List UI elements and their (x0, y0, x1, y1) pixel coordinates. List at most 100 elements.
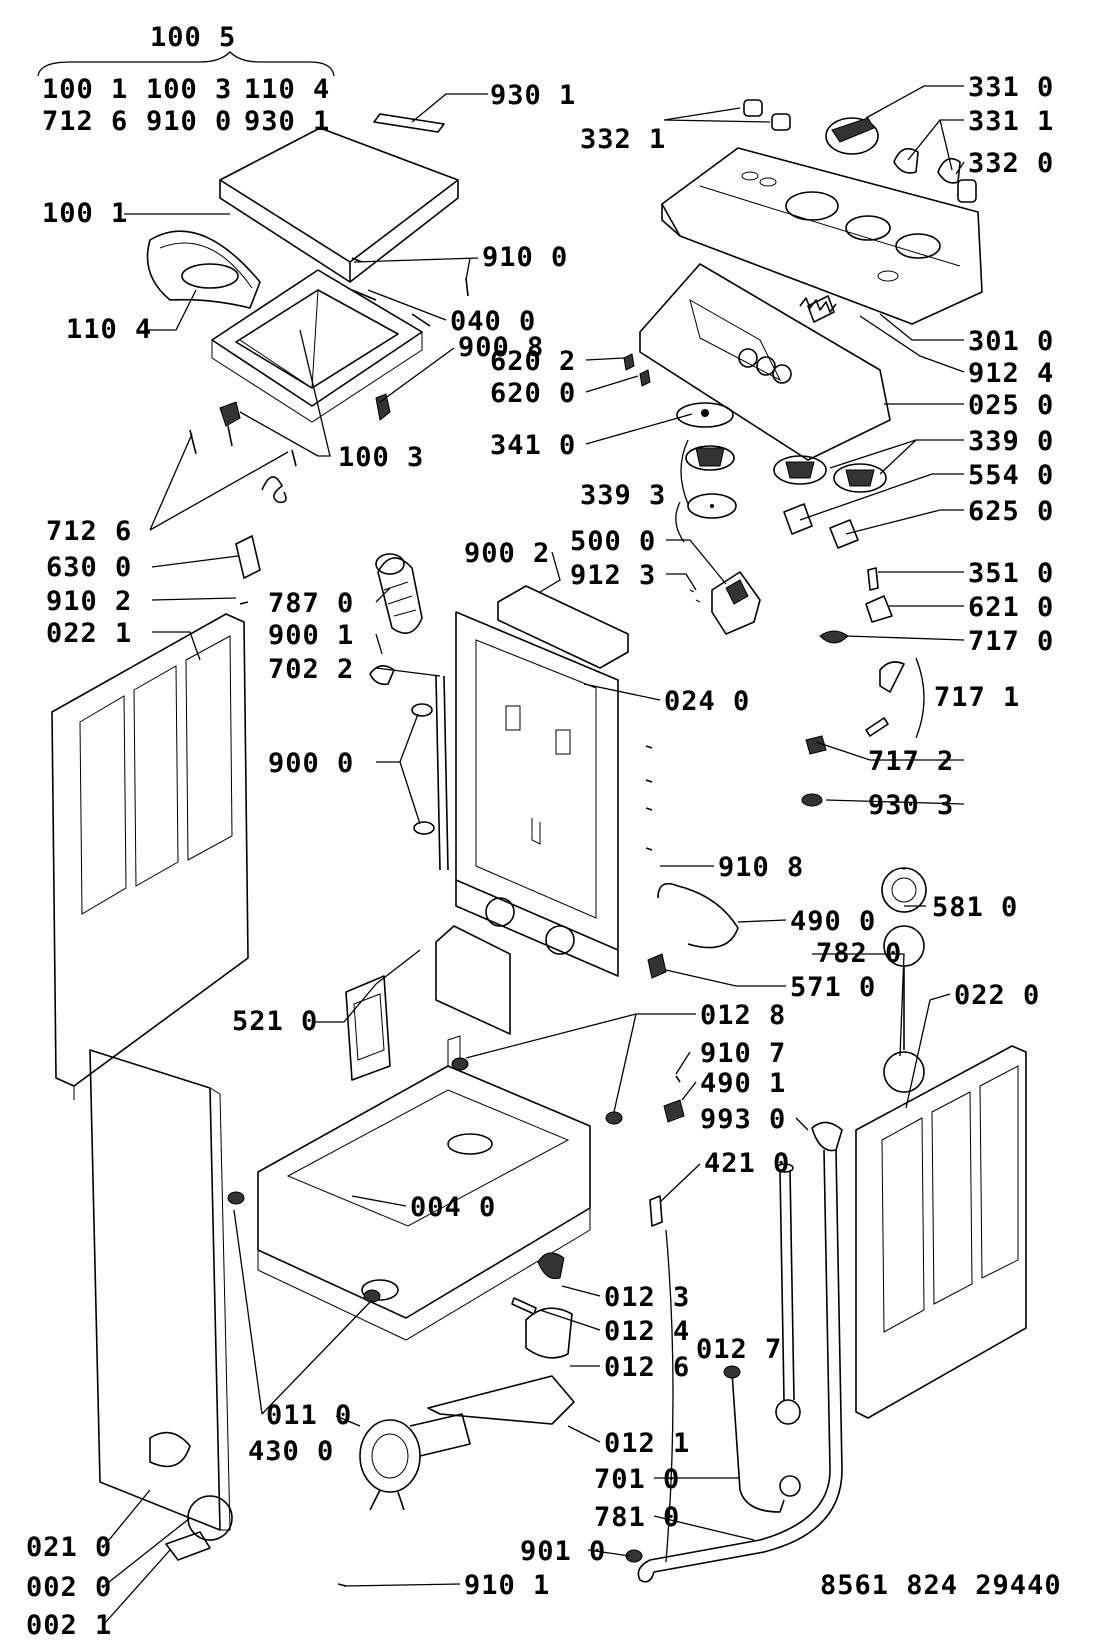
label-331-0: 331 0 (968, 72, 1054, 103)
label-571-0: 571 0 (790, 972, 876, 1003)
label-912-4: 912 4 (968, 358, 1054, 389)
timer-motor-part (689, 571, 761, 635)
hinge-parts (189, 393, 391, 504)
program-disk-parts (675, 402, 737, 543)
label-341-0: 341 0 (490, 430, 576, 461)
label-kit-row2-b: 910 0 (146, 106, 232, 137)
label-kit-header: 100 5 (150, 22, 236, 53)
part-labels: 100 5 100 1 100 3 110 4 712 6 910 0 930 … (26, 22, 1062, 1641)
label-012-3: 012 3 (604, 1282, 690, 1313)
front-panel-part (89, 1049, 231, 1531)
control-panel-part (661, 147, 983, 325)
label-930-1: 930 1 (490, 80, 576, 111)
label-910-7: 910 7 (700, 1038, 786, 1069)
label-kit-row2-a: 712 6 (42, 106, 128, 137)
label-002-1: 002 1 (26, 1610, 112, 1641)
label-040-0: 040 0 (450, 306, 536, 337)
label-620-2: 620 2 (490, 346, 576, 377)
label-900-0: 900 0 (268, 748, 354, 779)
label-930-3: 930 3 (868, 790, 954, 821)
label-kit-row1-b: 100 3 (146, 74, 232, 105)
label-012-6: 012 6 (604, 1352, 690, 1383)
label-022-1: 022 1 (46, 618, 132, 649)
label-332-1: 332 1 (580, 124, 666, 155)
label-421-0: 421 0 (704, 1148, 790, 1179)
label-500-0: 500 0 (570, 526, 656, 557)
label-110-4: 110 4 (66, 314, 152, 345)
power-cord-part (647, 882, 739, 979)
label-004-0: 004 0 (410, 1192, 496, 1223)
selector-disk-parts (773, 455, 887, 493)
label-993-0: 993 0 (700, 1104, 786, 1135)
label-024-0: 024 0 (664, 686, 750, 717)
label-430-0: 430 0 (248, 1436, 334, 1467)
label-490-1: 490 1 (700, 1068, 786, 1099)
label-301-0: 301 0 (968, 326, 1054, 357)
label-901-0: 901 0 (520, 1536, 606, 1567)
tube-part (411, 675, 449, 871)
label-781-0: 781 0 (594, 1502, 680, 1533)
label-900-1: 900 1 (268, 620, 354, 651)
label-900-2: 900 2 (464, 538, 550, 569)
label-620-0: 620 0 (490, 378, 576, 409)
label-717-1: 717 1 (934, 682, 1020, 713)
label-339-3: 339 3 (580, 480, 666, 511)
service-cover-part (165, 1495, 233, 1561)
label-701-0: 701 0 (594, 1464, 680, 1495)
label-351-0: 351 0 (968, 558, 1054, 589)
label-910-1: 910 1 (464, 1570, 550, 1601)
label-490-0: 490 0 (790, 906, 876, 937)
base-frame-part (257, 1035, 591, 1341)
label-kit-row1-c: 110 4 (244, 74, 330, 105)
top-rail-part (497, 585, 629, 669)
water-hoses-part (625, 1121, 843, 1583)
label-332-0: 332 0 (968, 148, 1054, 179)
label-011-0: 011 0 (266, 1400, 352, 1431)
screw-parts-top (351, 257, 469, 327)
label-625-0: 625 0 (968, 496, 1054, 527)
label-100-3: 100 3 (338, 442, 424, 473)
label-331-1: 331 1 (968, 106, 1054, 137)
pump-part (881, 867, 927, 1093)
handle-strip-part (373, 113, 445, 133)
label-012-1: 012 1 (604, 1428, 690, 1459)
lamp-holder-parts (783, 503, 859, 549)
switch-parts (623, 353, 651, 387)
hose-part (369, 553, 423, 686)
drain-pump-part (359, 1413, 471, 1511)
label-717-2: 717 2 (868, 746, 954, 777)
lid-part (219, 127, 459, 283)
label-910-2: 910 2 (46, 586, 132, 617)
label-021-0: 021 0 (26, 1532, 112, 1563)
label-012-4: 012 4 (604, 1316, 690, 1347)
label-339-0: 339 0 (968, 426, 1054, 457)
document-number: 8561 824 29440 (820, 1570, 1062, 1601)
label-012-7: 012 7 (696, 1334, 782, 1365)
label-kit-row1-a: 100 1 (42, 74, 128, 105)
label-554-0: 554 0 (968, 460, 1054, 491)
feet-parts (227, 1057, 623, 1303)
rear-frame-part (455, 611, 619, 977)
label-782-0: 782 0 (816, 938, 902, 969)
label-787-0: 787 0 (268, 588, 354, 619)
cover-block-part (235, 535, 261, 579)
label-025-0: 025 0 (968, 390, 1054, 421)
label-712-6: 712 6 (46, 516, 132, 547)
label-702-2: 702 2 (268, 654, 354, 685)
label-621-0: 621 0 (968, 592, 1054, 623)
label-717-0: 717 0 (968, 626, 1054, 657)
knob-parts (743, 99, 977, 203)
panel-bracket-part (639, 263, 891, 461)
clamp-part (663, 1099, 685, 1123)
thermostat-parts (801, 567, 925, 807)
spring-part (799, 297, 837, 313)
label-910-8: 910 8 (718, 852, 804, 883)
leader-lines (37, 51, 965, 1625)
label-910-0: 910 0 (482, 242, 568, 273)
label-521-0: 521 0 (232, 1006, 318, 1037)
top-frame-part (211, 269, 423, 423)
label-kit-row2-c: 930 1 (244, 106, 330, 137)
label-900-8: 900 8 (458, 332, 544, 363)
